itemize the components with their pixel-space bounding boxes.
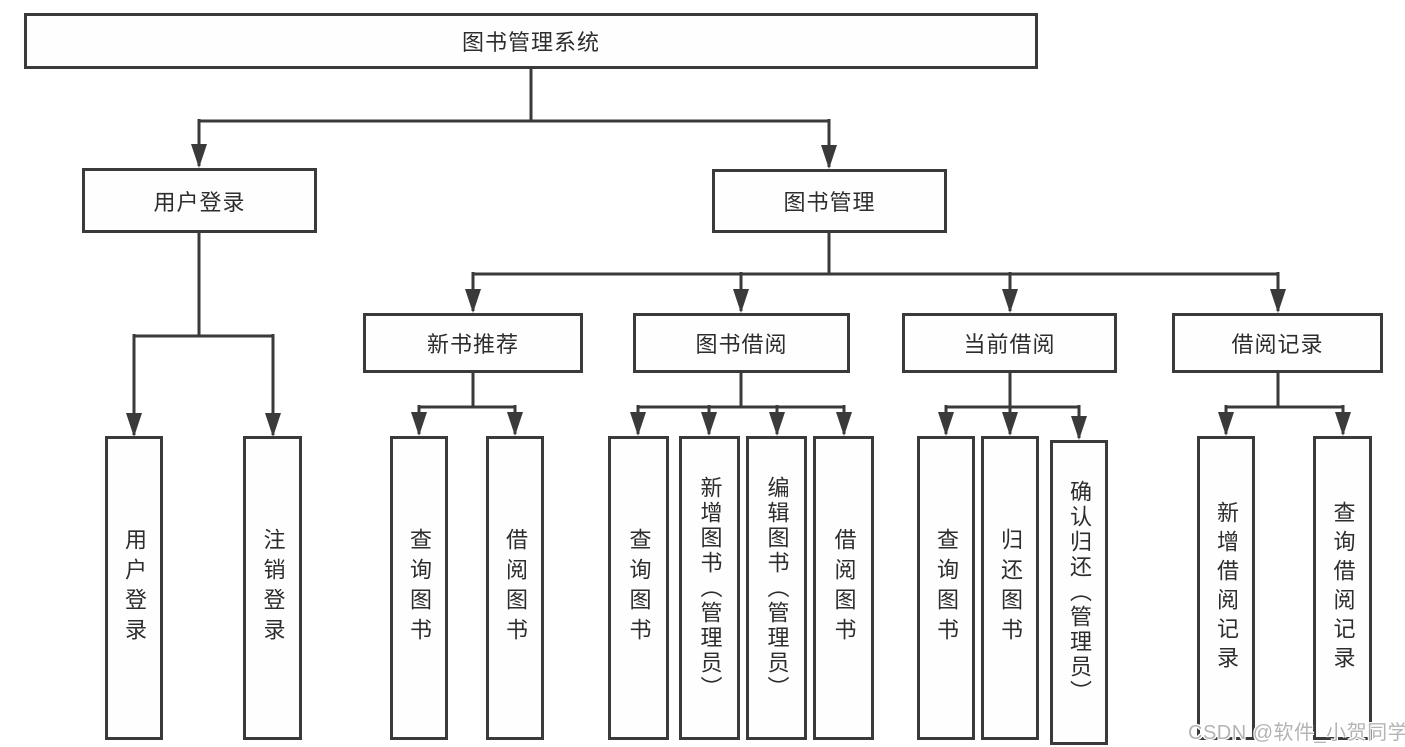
leaf-confirm-return-label: 确认归还（管理员） — [1067, 480, 1092, 705]
connector-root — [199, 69, 829, 123]
leaf-return-book: 归还图书 — [981, 436, 1039, 740]
connector-borrow-records — [1226, 373, 1343, 409]
connector-user-login — [134, 233, 273, 338]
node-book-mgmt-branch: 图书管理 — [712, 169, 947, 233]
node-root-label: 图书管理系统 — [461, 30, 600, 55]
node-user-login-branch-label: 用户登录 — [153, 189, 246, 215]
leaf-query-book-2-label: 查询图书 — [626, 528, 652, 648]
leaf-borrow-book-2-label: 借阅图书 — [831, 528, 857, 648]
leaf-query-book-2: 查询图书 — [608, 436, 669, 740]
leaf-return-book-label: 归还图书 — [998, 528, 1023, 648]
leaf-edit-book: 编辑图书（管理员） — [746, 436, 807, 740]
leaf-user-login-label: 用户登录 — [122, 528, 147, 648]
leaf-logout-label: 注销登录 — [260, 528, 286, 648]
node-user-login-branch: 用户登录 — [82, 168, 317, 233]
node-book-borrow: 图书借阅 — [633, 313, 850, 373]
node-root: 图书管理系统 — [24, 13, 1038, 69]
leaf-query-record: 查询借阅记录 — [1313, 436, 1372, 740]
node-borrow-records: 借阅记录 — [1172, 313, 1383, 373]
leaf-add-book-label: 新增图书（管理员） — [697, 475, 723, 701]
node-new-book-rec: 新书推荐 — [363, 313, 583, 373]
leaf-logout: 注销登录 — [243, 436, 302, 740]
connector-current-borrow — [946, 373, 1079, 409]
node-borrow-records-label: 借阅记录 — [1231, 332, 1324, 357]
node-book-mgmt-branch-label: 图书管理 — [783, 190, 876, 215]
leaf-add-book: 新增图书（管理员） — [679, 436, 740, 740]
node-current-borrow-label: 当前借阅 — [963, 332, 1056, 357]
csdn-watermark: CSDN @软件_小贺同学 — [1188, 722, 1405, 744]
connector-book-borrow — [638, 373, 844, 409]
leaf-query-book-3-label: 查询图书 — [934, 528, 959, 648]
leaf-borrow-book-1: 借阅图书 — [486, 436, 544, 740]
leaf-query-record-label: 查询借阅记录 — [1330, 501, 1356, 675]
leaf-borrow-book-2: 借阅图书 — [813, 436, 874, 740]
leaf-query-book-1-label: 查询图书 — [407, 528, 432, 648]
node-new-book-rec-label: 新书推荐 — [426, 332, 519, 357]
connector-book-mgmt — [473, 233, 1278, 276]
leaf-confirm-return: 确认归还（管理员） — [1050, 440, 1108, 745]
leaf-query-book-1: 查询图书 — [390, 436, 448, 740]
leaf-edit-book-label: 编辑图书（管理员） — [764, 475, 790, 701]
connector-new-book-rec — [419, 373, 515, 409]
node-current-borrow: 当前借阅 — [902, 313, 1117, 373]
leaf-add-record: 新增借阅记录 — [1197, 436, 1255, 740]
leaf-query-book-3: 查询图书 — [917, 436, 975, 740]
node-book-borrow-label: 图书借阅 — [695, 332, 788, 357]
leaf-borrow-book-1-label: 借阅图书 — [503, 528, 528, 648]
leaf-add-record-label: 新增借阅记录 — [1214, 501, 1239, 675]
leaf-user-login: 用户登录 — [105, 436, 163, 740]
